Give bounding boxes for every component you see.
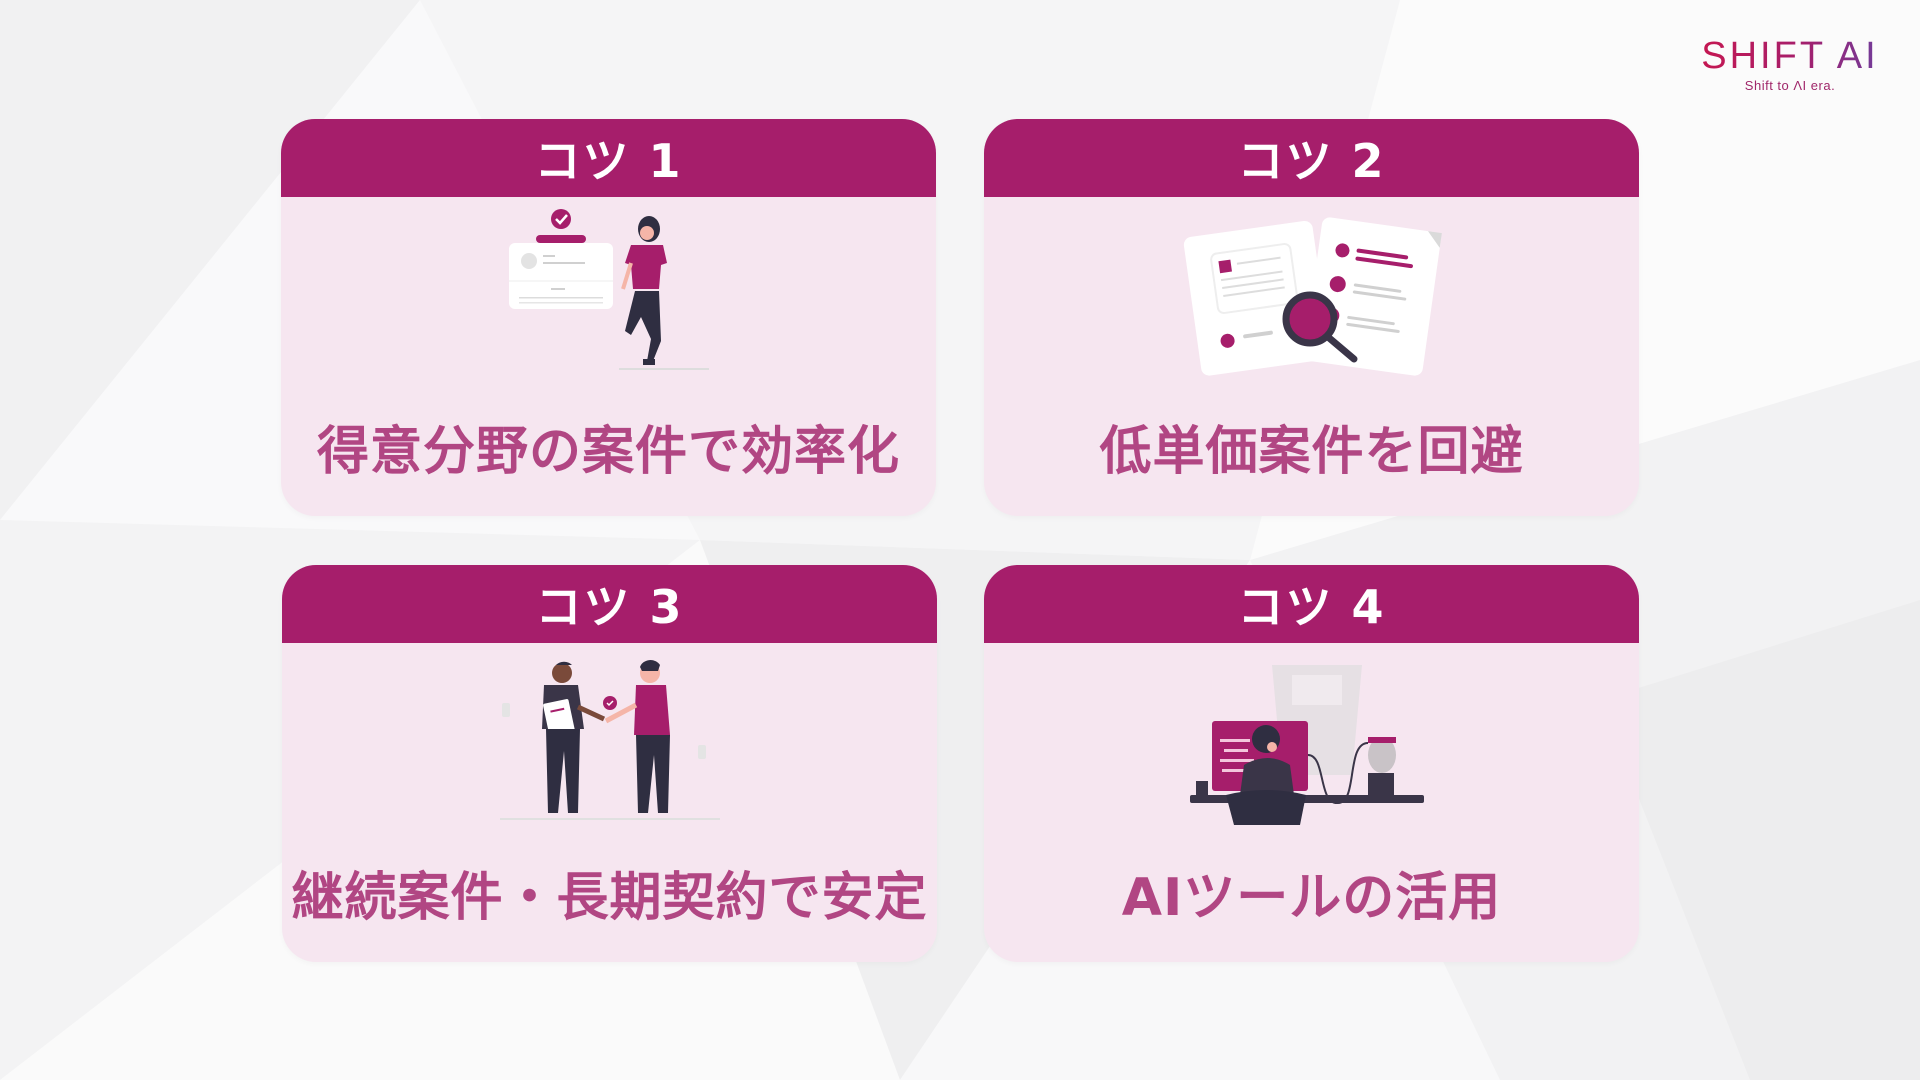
tip-card-1: コツ 1 得意分野の案件で効率化 [281,119,936,516]
logo-tagline: Shift to ΛI era. [1744,78,1836,93]
card-caption: 低単価案件を回避 [1099,422,1524,482]
card-header: コツ 3 [282,565,937,643]
woman-profile-illustration-icon [281,209,936,379]
card-caption: 継続案件・長期契約で安定 [291,868,928,928]
computer-ai-illustration-icon [984,655,1639,825]
tip-card-2: コツ 2 [984,119,1639,516]
shift-ai-logo: SHIFT AI Shift to ΛI era. [1690,36,1890,93]
card-header: コツ 2 [984,119,1639,197]
logo-title: SHIFT AI [1690,36,1890,76]
handshake-illustration-icon [282,655,937,825]
tip-card-4: コツ 4 AIツールの活用 [984,565,1639,962]
card-caption: 得意分野の案件で効率化 [316,422,900,482]
card-caption: AIツールの活用 [1121,868,1502,928]
tip-card-3: コツ 3 継続案件・長期契約で安定 [282,565,937,962]
card-header: コツ 1 [281,119,936,197]
documents-magnifier-illustration-icon [984,209,1639,379]
card-header: コツ 4 [984,565,1639,643]
